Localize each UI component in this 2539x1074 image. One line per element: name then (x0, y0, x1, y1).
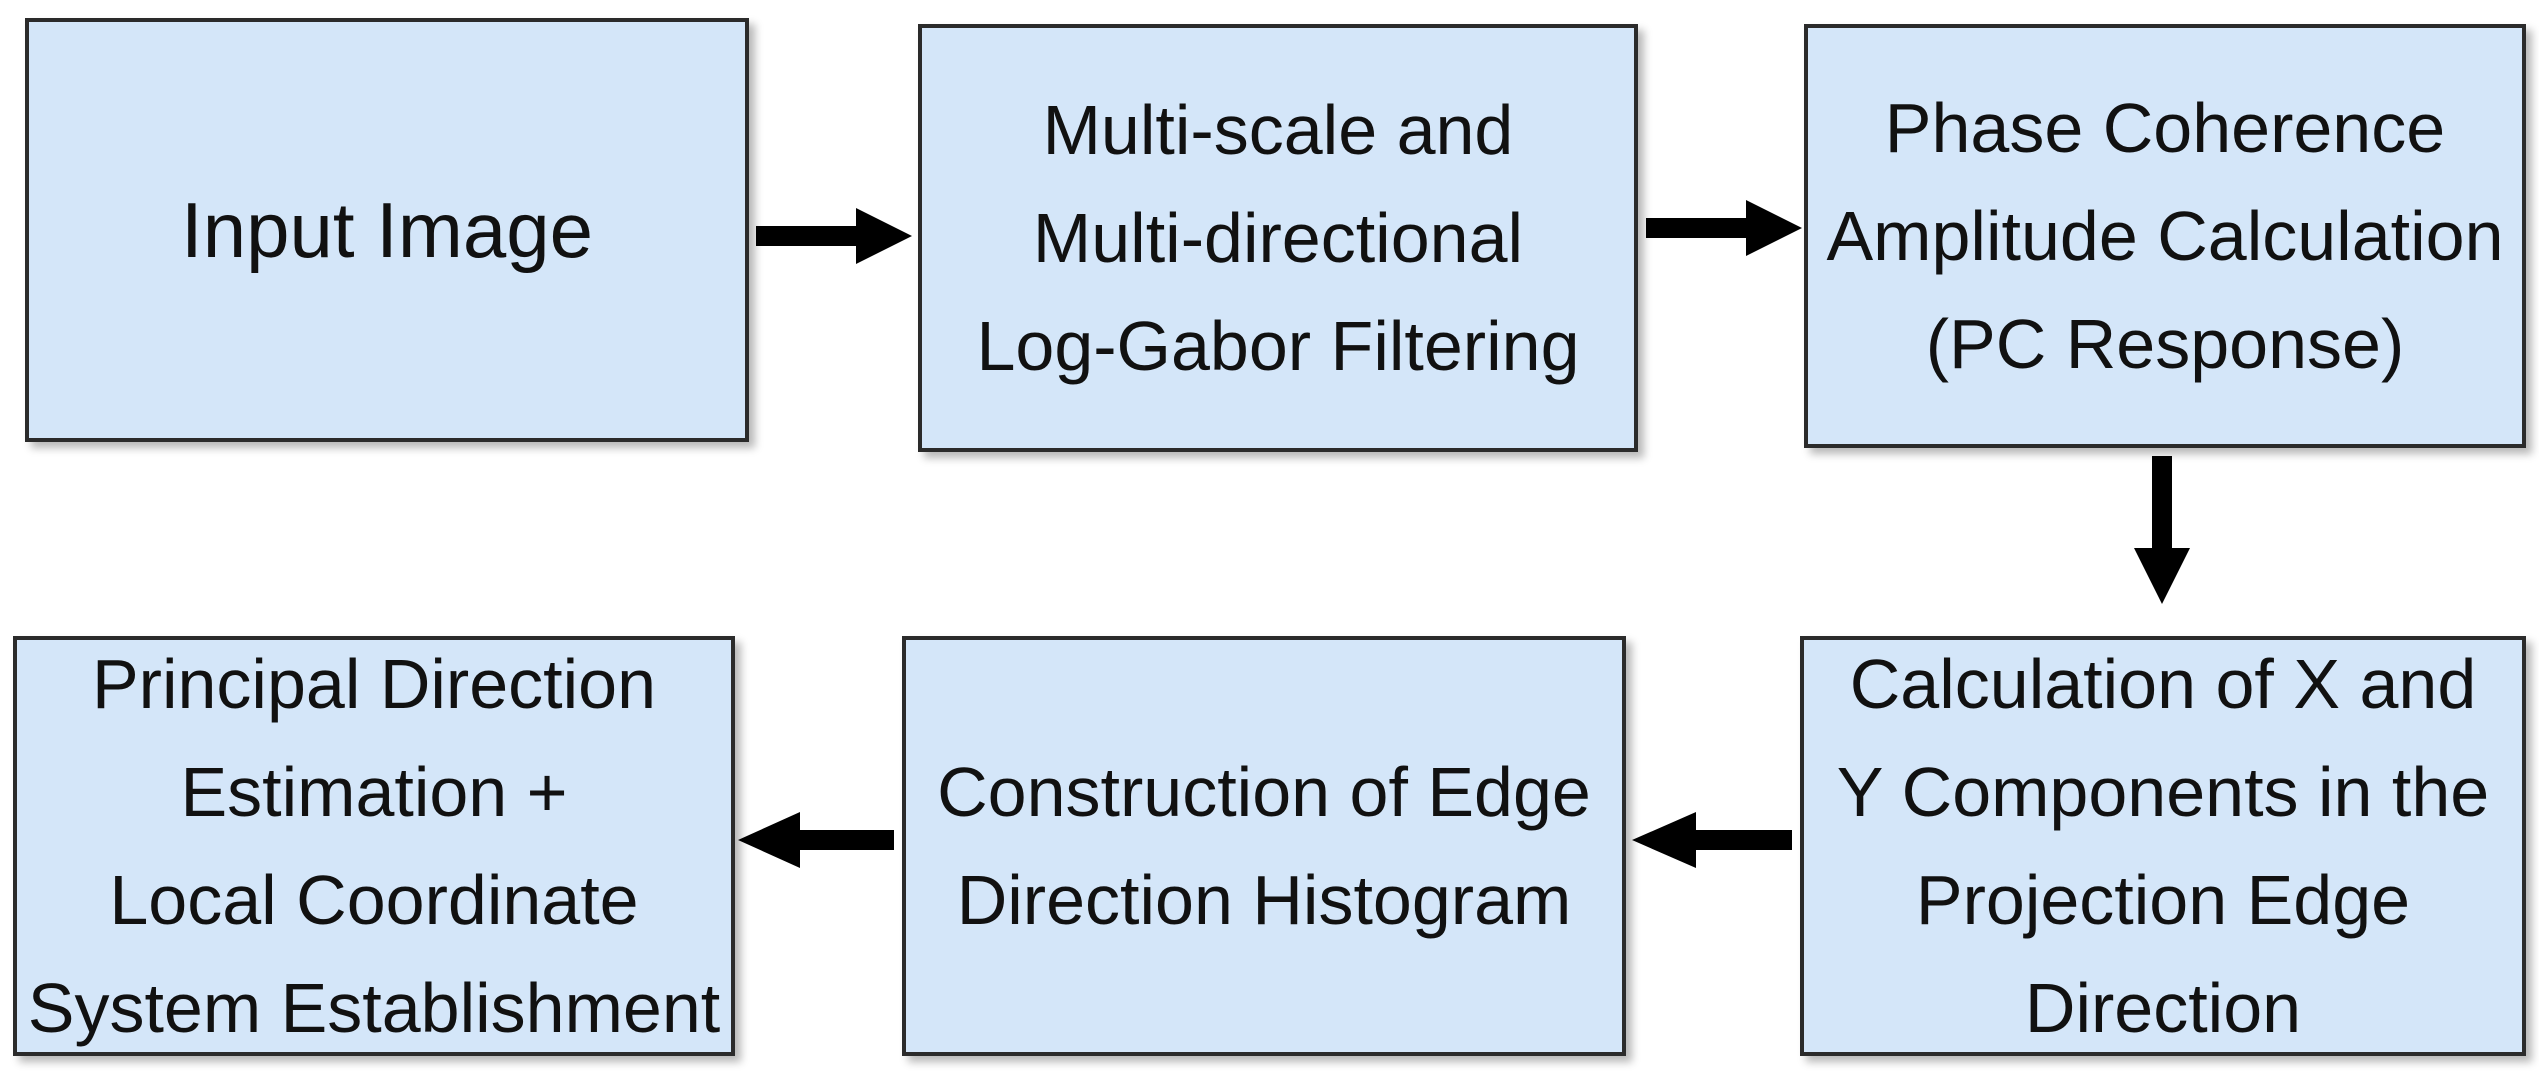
node-label-line: (PC Response) (1925, 305, 2405, 383)
arrow-right-icon (1646, 200, 1802, 256)
arrow-right-icon (756, 208, 912, 264)
node-log-gabor-filtering: Multi-scale and Multi-directional Log-Ga… (918, 24, 1638, 452)
node-edge-histogram: Construction of Edge Direction Histogram (902, 636, 1626, 1056)
node-label-line: Y Components in the (1836, 753, 2490, 831)
node-principal-direction: Principal Direction Estimation + Local C… (13, 636, 735, 1056)
node-label-line: Amplitude Calculation (1826, 197, 2504, 275)
node-xy-components: Calculation of X and Y Components in the… (1800, 636, 2526, 1056)
node-label-line: Direction Histogram (956, 861, 1572, 939)
node-label-line: Estimation + (180, 753, 568, 831)
node-label-line: Projection Edge (1915, 861, 2411, 939)
node-label-line: Principal Direction (91, 645, 657, 723)
node-label-line: Multi-directional (1032, 199, 1524, 277)
node-input-image: Input Image (25, 18, 749, 442)
node-label-line: Input Image (181, 186, 593, 274)
node-label-line: Calculation of X and (1849, 645, 2477, 723)
node-label-line: Log-Gabor Filtering (976, 307, 1580, 385)
node-label-line: Phase Coherence (1884, 89, 2446, 167)
arrow-left-icon (1632, 812, 1792, 868)
arrow-down-icon (2134, 456, 2190, 604)
node-label-line: System Establishment (27, 969, 721, 1047)
node-label-line: Multi-scale and (1042, 91, 1514, 169)
node-label-line: Local Coordinate (109, 861, 639, 939)
node-label-line: Direction (2024, 969, 2302, 1047)
node-label-line: Construction of Edge (937, 753, 1591, 831)
node-pc-response: Phase Coherence Amplitude Calculation (P… (1804, 24, 2526, 448)
arrow-left-icon (738, 812, 894, 868)
